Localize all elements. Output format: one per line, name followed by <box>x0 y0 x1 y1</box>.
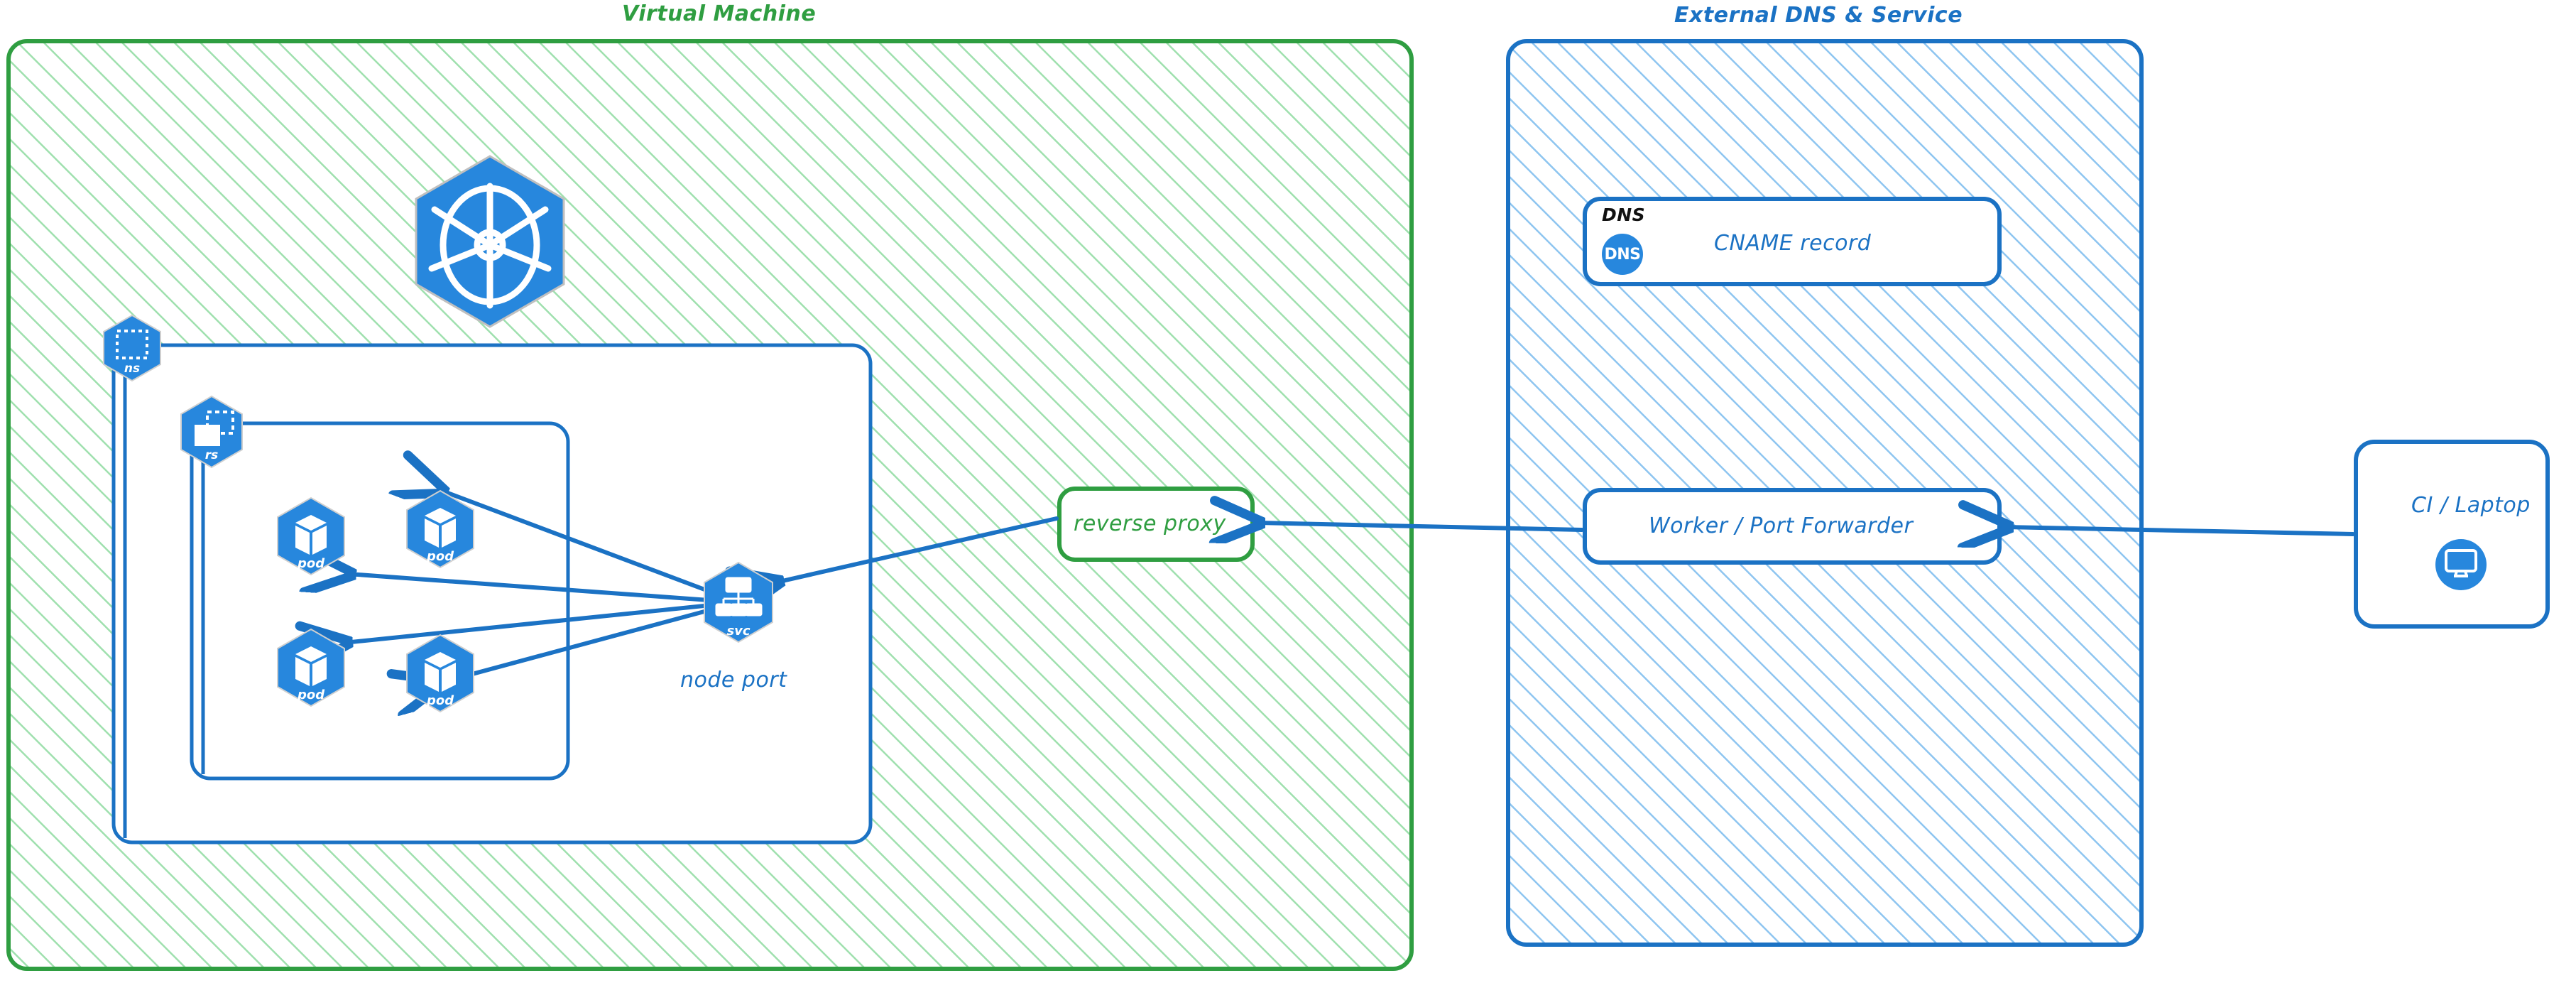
reverse-proxy-label: reverse proxy <box>1074 511 1226 536</box>
rs-label: rs <box>205 448 219 462</box>
replicaset-icon: rs <box>180 395 243 469</box>
pod-label: pod <box>297 556 325 571</box>
edge-cilaptop-worker <box>2005 527 2355 534</box>
pod-label: pod <box>297 688 325 702</box>
ci-laptop-box[interactable] <box>2354 440 2550 629</box>
pod-label: pod <box>426 549 454 564</box>
pod-2: pod <box>406 489 474 569</box>
pod-label: pod <box>426 693 454 708</box>
vm-group-title: Virtual Machine <box>622 1 817 26</box>
worker-label: Worker / Port Forwarder <box>1649 514 1914 538</box>
pod-1: pod <box>277 496 345 576</box>
dns-box[interactable] <box>1583 197 2002 286</box>
kubernetes-logo <box>415 155 565 328</box>
edge-svc-pod-3 <box>344 600 741 643</box>
node-port-label: node port <box>680 668 787 693</box>
desktop-monitor-icon <box>2435 539 2487 590</box>
svc-label: svc <box>726 624 750 639</box>
cname-record-label: CNAME record <box>1714 231 1872 256</box>
ci-laptop-label: CI / Laptop <box>2411 493 2531 518</box>
edge-svc-pod-2 <box>440 490 741 604</box>
edge-svc-pod-1 <box>348 574 741 604</box>
dns-group-title: DNS <box>1602 205 1646 225</box>
pod-3: pod <box>277 628 345 707</box>
namespace-icon: ns <box>103 314 161 382</box>
pod-4: pod <box>406 634 474 713</box>
edge-worker-reverseproxy <box>1257 523 1584 530</box>
replicaset-box <box>190 421 570 781</box>
edge-svc-pod-4 <box>438 600 741 683</box>
edge-reverseproxy-svc <box>776 516 1059 582</box>
service-icon: svc <box>704 561 773 643</box>
ns-label: ns <box>124 362 140 376</box>
dns-badge: DNS <box>1602 234 1643 275</box>
external-group-title: External DNS & Service <box>1674 3 1963 28</box>
edge-group-svc-pods <box>344 490 741 683</box>
